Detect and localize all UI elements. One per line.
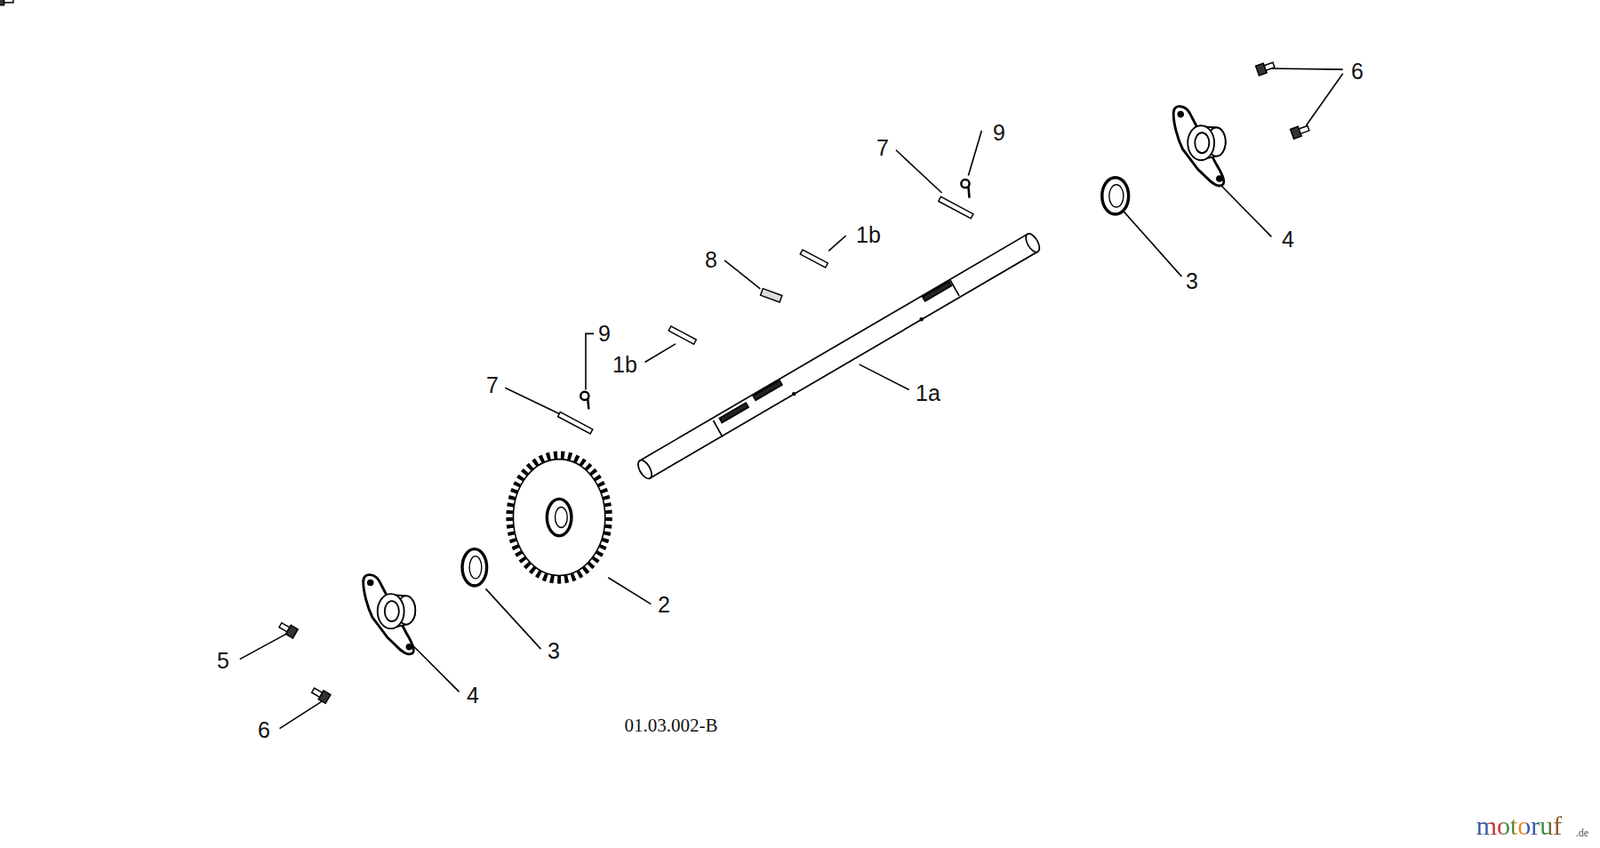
callout-number: 6	[1351, 60, 1364, 83]
callout-number: 1b	[856, 224, 881, 247]
drawing-code: 01.03.002-B	[624, 716, 719, 736]
callout-number: 5	[216, 649, 230, 672]
callout-number: 3	[1185, 270, 1199, 293]
callout-number: 9	[992, 121, 1006, 144]
callout-number: 2	[657, 593, 671, 616]
callout-number: 3	[547, 640, 560, 663]
callout-number: 7	[486, 374, 499, 397]
callout-number: 4	[466, 684, 480, 707]
watermark: motoruf	[1476, 812, 1563, 840]
watermark: .de	[1576, 827, 1589, 839]
callout-number: 6	[257, 719, 271, 742]
callout-number: 1b	[612, 353, 638, 376]
callout-number: 1a	[915, 382, 941, 405]
callout-number: 8	[704, 248, 718, 272]
callout-number: 7	[876, 136, 889, 160]
callout-number: 9	[598, 322, 611, 345]
callout-number: 4	[1281, 228, 1295, 251]
